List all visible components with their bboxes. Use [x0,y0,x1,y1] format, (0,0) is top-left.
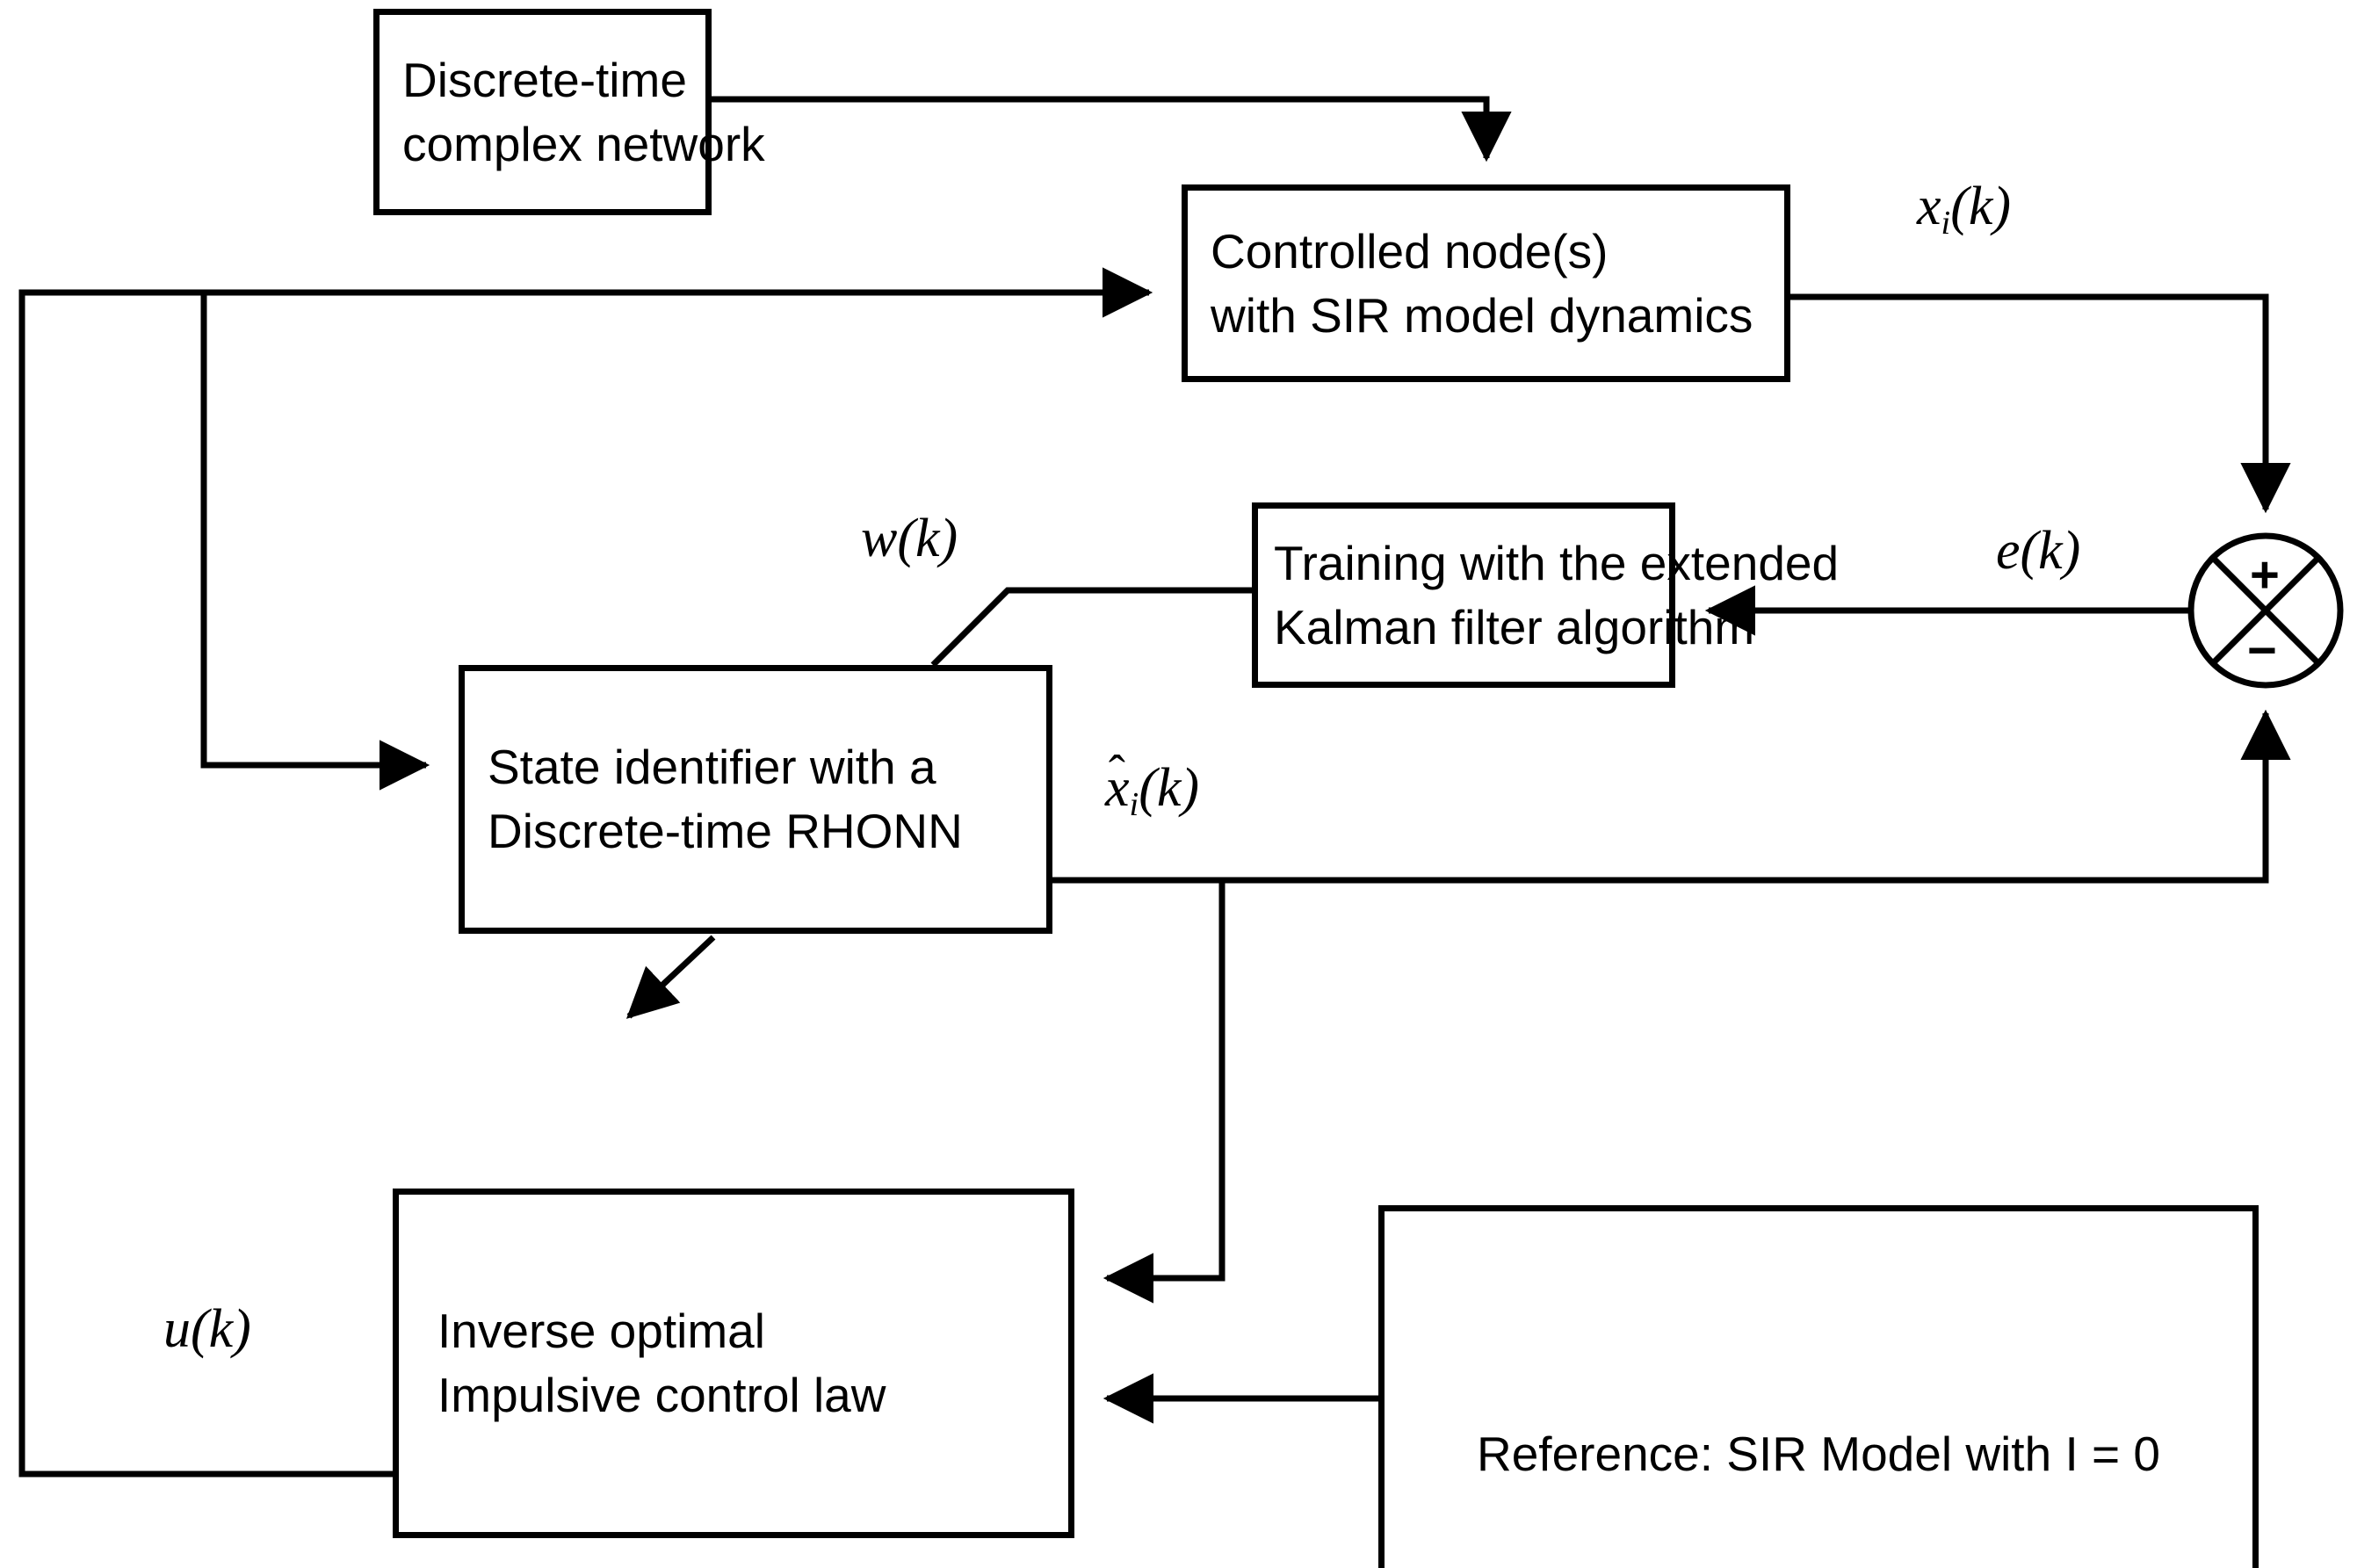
link-controlled-nodes-to-sum [1790,293,2291,514]
block-line: Discrete-time RHONN [488,804,963,858]
block-line: State identifier with a [488,740,936,795]
block-line: Discrete-time [402,52,687,107]
block-training-ekf[interactable]: Training with the extended Kalman filter… [1252,502,1839,688]
error-summing-junction-shape [2187,532,2344,689]
signal-label-e-k: e(k) [1996,521,2081,581]
summing-junction-cross-2 [2210,555,2321,666]
summing-junction-plus-sign: + [2250,546,2280,603]
link-state-identifier-to-control-law [1103,880,1225,1304]
signal-label-x-i-k: xi(k) [1917,177,2012,242]
link-control-law-to-state-identifier [200,293,430,791]
block-line: Impulsive control law [437,1368,886,1422]
block-line: Kalman filter algorithm [1274,599,1755,654]
block-controlled-nodes[interactable]: Controlled node(s) with SIR model dynami… [1182,184,1790,382]
link-state-identifier-to-sum [1052,709,2291,884]
link-training-to-state-identifier [930,587,1252,668]
block-inverse-optimal-control-law[interactable]: Inverse optimal Impulsive control law [393,1189,1074,1538]
block-line: Inverse optimal [437,1304,765,1359]
link-network-to-controlled-nodes [712,96,1512,163]
block-reference-sir-model[interactable]: Reference: SIR Model with I = 0 [1378,1205,2259,1568]
signal-label-u-k: u(k) [163,1299,251,1359]
block-discrete-time-complex-network[interactable]: Discrete-time complex network [373,9,765,215]
block-line: complex network [402,116,765,171]
block-state-identifier-rhonn[interactable]: State identifier with a Discrete-time RH… [459,665,1052,934]
link-state-identifier-diagonal-arrow [625,935,716,1019]
summing-junction-minus-sign: − [2247,622,2277,679]
block-line: Reference: SIR Model with I = 0 [1476,1426,2160,1481]
signal-label-w-k: w(k) [861,509,958,568]
block-line: Training with the extended [1274,535,1840,590]
block-line: Controlled node(s) [1211,223,1609,278]
block-line: with SIR model dynamics [1211,287,1753,343]
link-control-law-to-controlled-nodes [18,267,1153,1478]
summing-junction-circle [2187,532,2344,689]
